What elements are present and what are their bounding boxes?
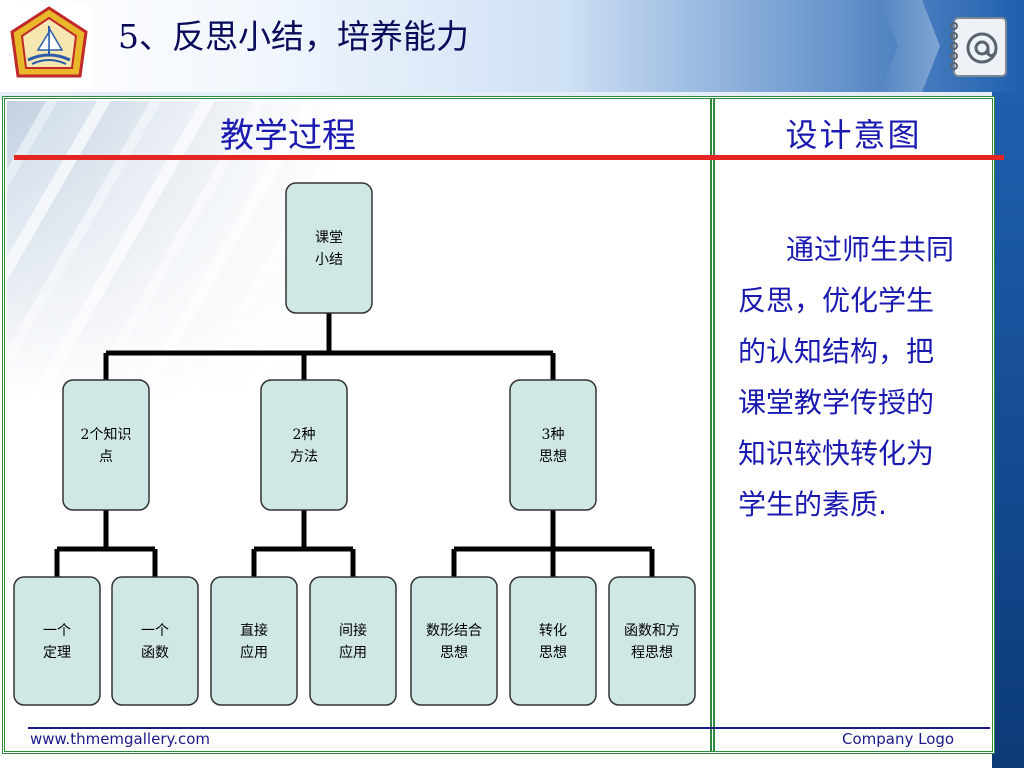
tree-node-level2-2-2-label: 间接 — [339, 622, 367, 639]
tree-node-level1-3-label: 3种 — [542, 427, 565, 443]
tree-node-level2-3-2-label: 思想 — [539, 645, 567, 661]
tree-node-level2-1-2-label: 一个 — [141, 623, 169, 639]
tree-node-level2-1-2-label: 函数 — [141, 645, 169, 661]
tree-node-level2-3-3-label: 函数和方 — [624, 623, 680, 639]
footer-website: www.thmemgallery.com — [30, 730, 211, 748]
tree-node-level1-3-label: 思想 — [539, 449, 567, 465]
tree-node-level1-1-label: 2个知识 — [81, 426, 132, 443]
tree-node-level2-2-1-label: 应用 — [240, 644, 268, 661]
tree-node-level1-2-label: 2种 — [293, 427, 316, 443]
tree-node-level2-2-1-label: 直接 — [240, 622, 268, 639]
tree-node-level2-3-1-label: 数形结合 — [426, 623, 482, 639]
column-divider — [710, 99, 715, 752]
tree-node-level2-1-1-label: 一个 — [43, 623, 71, 639]
footer-company-logo: Company Logo — [842, 730, 955, 748]
page-title: 5、反思小结，培养能力 — [118, 17, 469, 56]
design-intent-heading: 设计意图 — [785, 116, 922, 154]
tree-node-level1-1-label: 点 — [99, 449, 113, 465]
tree-node-root-label: 小结 — [315, 252, 343, 268]
tree-node-root-label: 课堂 — [315, 230, 343, 246]
tree-node-level2-3-2-label: 转化 — [539, 623, 567, 639]
teaching-process-heading: 教学过程 — [220, 116, 356, 156]
at-sign-notebook-icon — [950, 17, 1007, 77]
header-banner — [0, 0, 1024, 92]
tree-node-level1-2-label: 方法 — [290, 449, 318, 465]
tree-node-level2-3-3-label: 程思想 — [631, 645, 673, 661]
design-intent-text: 通过师生共同反思，优化学生的认知结构，把课堂教学传授的知识较快转化为学生的素质. — [738, 233, 955, 521]
heading-rule — [14, 155, 1004, 160]
tree-node-level2-1-1-label: 定理 — [43, 645, 71, 661]
tree-node-level2-3-1-label: 思想 — [440, 645, 468, 661]
school-emblem-icon — [6, 4, 92, 88]
right-blue-band — [992, 92, 1024, 768]
footer-rule — [28, 727, 990, 729]
tree-node-level2-2-2-label: 应用 — [339, 644, 367, 661]
